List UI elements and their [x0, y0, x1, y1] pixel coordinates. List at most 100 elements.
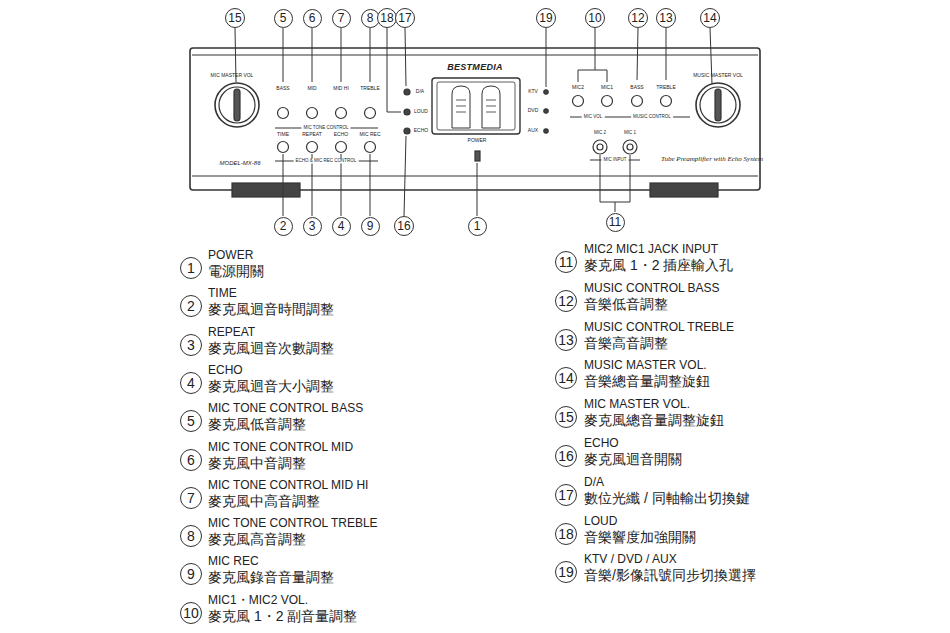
- panel-marking: REPEAT: [302, 132, 322, 138]
- callout-number: 15: [555, 406, 577, 428]
- callout-number: 6: [180, 449, 202, 471]
- legend-description: 麥克風迴音次數調整: [208, 341, 334, 356]
- callout-number: 18: [555, 523, 577, 545]
- legend-description: D/A: [584, 476, 604, 489]
- legend-description: MUSIC CONTROL BASS: [584, 282, 720, 295]
- callout-text: 4: [338, 220, 345, 232]
- legend-description: 麥克風高音調整: [208, 532, 306, 547]
- callout-text: 18: [380, 12, 393, 24]
- callout-text: 17: [558, 488, 574, 502]
- panel-marking: MIC2: [572, 85, 584, 91]
- legend-description: 麥克風低音調整: [208, 417, 306, 432]
- callout-number: 5: [274, 9, 293, 28]
- callout-text: 15: [558, 410, 574, 424]
- panel-marking: Tube Preamplifier with Echo System: [661, 156, 763, 164]
- callout-text: 16: [397, 220, 410, 232]
- panel-marking: MIC 2: [594, 131, 606, 136]
- panel-marking: MODEL-MX-86: [219, 160, 260, 167]
- legend-description: MUSIC MASTER VOL.: [584, 359, 707, 372]
- panel-marking: MID: [307, 86, 316, 92]
- legend-description: MIC REC: [208, 555, 259, 568]
- callout-text: 3: [309, 220, 316, 232]
- callout-number: 5: [180, 410, 202, 432]
- legend-description: MIC TONE CONTROL TREBLE: [208, 517, 378, 530]
- panel-marking: BESTMEDIA: [447, 63, 503, 73]
- callout-number: 8: [180, 525, 202, 547]
- legend-description: 麥克風迴音大小調整: [208, 379, 334, 394]
- panel-marking: ECHO & MIC REC CONTROL: [294, 159, 359, 164]
- legend-description: ECHO: [208, 364, 243, 377]
- legend-description: REPEAT: [208, 326, 255, 339]
- callout-number: 19: [555, 561, 577, 583]
- callout-number: 1: [180, 257, 202, 279]
- panel-marking: TREBLE: [656, 85, 675, 91]
- callout-number: 16: [394, 216, 414, 236]
- callout-number: 11: [555, 251, 577, 273]
- callout-number: 17: [395, 8, 415, 28]
- callout-text: 19: [539, 12, 552, 24]
- callout-text: 2: [280, 220, 287, 232]
- legend-description: 麥克風 1・2 插座輸入孔: [584, 258, 733, 273]
- callout-number: 1: [468, 217, 487, 236]
- panel-marking: MUSIC CONTROL: [631, 115, 673, 120]
- callout-text: 1: [474, 220, 481, 232]
- callout-number: 2: [180, 295, 202, 317]
- panel-marking: KTV: [528, 89, 538, 95]
- callout-text: 6: [309, 12, 316, 24]
- callout-number: 6: [303, 9, 322, 28]
- legend-description: 音樂高音調整: [584, 336, 668, 351]
- callout-text: 11: [609, 216, 621, 228]
- callout-text: 6: [187, 453, 195, 467]
- legend-description: 麥克風總音量調整旋鈕: [584, 413, 724, 428]
- callout-number: 3: [180, 334, 202, 356]
- callout-number: 4: [332, 217, 351, 236]
- callout-number: 7: [332, 9, 351, 28]
- callout-text: 14: [558, 371, 574, 385]
- callout-text: 10: [588, 12, 601, 24]
- panel-marking: ECHO: [412, 128, 430, 134]
- callout-text: 13: [558, 333, 574, 347]
- legend-description: MIC TONE CONTROL MID HI: [208, 479, 368, 492]
- callout-number: 18: [377, 8, 397, 28]
- legend-description: 音樂響度加強開關: [584, 530, 696, 545]
- callout-text: 19: [558, 565, 574, 579]
- legend-description: MIC2 MIC1 JACK INPUT: [584, 243, 718, 256]
- callout-number: 14: [555, 367, 577, 389]
- callout-text: 14: [703, 12, 716, 24]
- panel-marking: BASS: [276, 86, 289, 92]
- callout-text: 11: [559, 255, 574, 269]
- legend-description: MIC MASTER VOL.: [584, 398, 690, 411]
- callout-text: 12: [631, 12, 644, 24]
- legend-description: LOUD: [584, 515, 617, 528]
- callout-text: 17: [398, 12, 411, 24]
- callout-text: 10: [183, 606, 199, 620]
- panel-marking: D/A: [414, 89, 426, 95]
- legend-description: 音樂低音調整: [584, 297, 668, 312]
- callout-number: 15: [225, 8, 245, 28]
- legend-description: MIC TONE CONTROL MID: [208, 441, 353, 454]
- legend-description: POWER: [208, 249, 253, 262]
- legend-description: 麥克風中音調整: [208, 456, 306, 471]
- panel-marking: TREBLE: [360, 86, 379, 92]
- legend-description: MIC TONE CONTROL BASS: [208, 402, 363, 415]
- callout-number: 17: [555, 484, 577, 506]
- panel-marking: DVD: [528, 108, 539, 114]
- panel-marking: POWER: [468, 138, 487, 144]
- panel-marking: ECHO: [334, 132, 348, 138]
- panel-marking: MIC REC: [359, 132, 380, 138]
- callout-number: 9: [180, 563, 202, 585]
- legend-description: ECHO: [584, 437, 619, 450]
- legend-description: 數位光纖 / 同軸輸出切換鍵: [584, 491, 750, 506]
- callout-number: 10: [585, 8, 605, 28]
- panel-marking: AUX: [528, 128, 538, 134]
- callout-text: 3: [187, 338, 195, 352]
- panel-marking: MIC MASTER VOL: [211, 73, 254, 79]
- callout-number: 3: [303, 217, 322, 236]
- legend-description: 麥克風 1・2 副音量調整: [208, 609, 357, 624]
- legend-description: 麥克風迴音時間調整: [208, 302, 334, 317]
- legend-description: 麥克風錄音音量調整: [208, 570, 334, 585]
- callout-number: 16: [555, 445, 577, 467]
- panel-marking: LOUD: [412, 109, 430, 115]
